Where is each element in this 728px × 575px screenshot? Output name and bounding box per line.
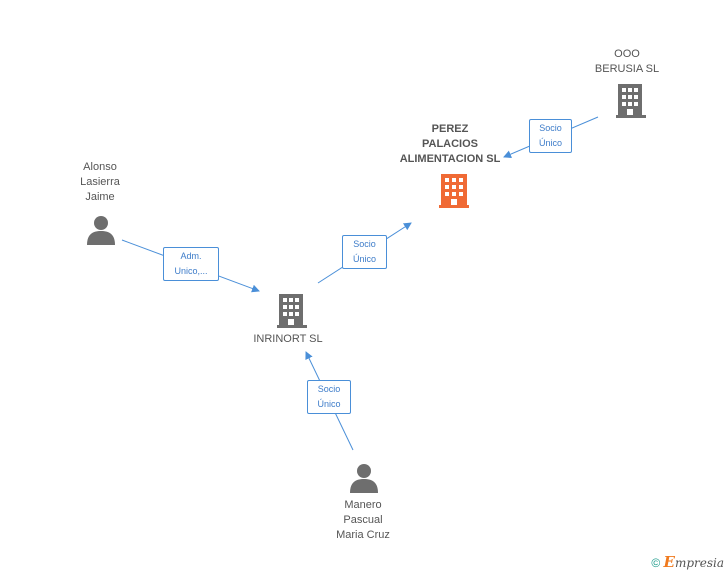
node-label-manero[interactable]: Manero Pascual Maria Cruz [318,498,408,543]
person-icon[interactable] [87,216,115,245]
edge-label-line: Único [352,254,376,264]
person-icon[interactable] [350,464,378,493]
edge-label-manero-inrinort[interactable]: Socio Único [307,380,351,414]
edge-label-line: Adm. [180,251,202,261]
empresia-logo[interactable]: Empresia [663,553,725,571]
edge-label-line: Socio [539,123,562,133]
node-label-line: Jaime [85,191,115,203]
node-label-line: OOO [614,48,640,60]
node-label-line: PEREZ [431,123,469,135]
node-label-line: Maria Cruz [336,529,390,541]
edge-label-line: Unico,... [174,266,208,276]
building-icon[interactable] [439,174,469,208]
node-label-alonso[interactable]: Alonso Lasierra Jaime [55,160,145,205]
brand-initial: E [663,553,675,571]
node-label-line: Alonso [83,161,117,173]
node-label-line: Pascual [343,514,383,526]
brand-rest: mpresia [674,556,724,570]
node-label-perez-palacios[interactable]: PEREZ PALACIOS ALIMENTACION SL [385,122,515,167]
building-icon[interactable] [616,84,646,118]
copyright-notice: © Empresia [651,553,724,571]
edge-label-line: Único [317,399,341,409]
edge-label-line: Socio [317,384,341,394]
edge-label-ooo-perez[interactable]: Socio Único [529,119,572,153]
node-label-ooo-berusia[interactable]: OOO BERUSIA SL [577,47,677,77]
edge-label-alonso-inrinort[interactable]: Adm. Unico,... [163,247,219,281]
edge-label-inrinort-perez[interactable]: Socio Único [342,235,387,269]
node-label-line: Manero [344,499,382,511]
edge-label-line: Socio [353,239,376,249]
edge-label-line: Único [538,138,562,148]
node-label-line: INRINORT SL [253,333,323,345]
node-label-line: Lasierra [80,176,120,188]
copyright-icon: © [651,556,661,570]
node-label-inrinort[interactable]: INRINORT SL [238,332,338,347]
building-icon[interactable] [277,294,307,328]
node-label-line: PALACIOS [421,138,479,150]
node-label-line: BERUSIA SL [594,63,660,75]
node-label-line: ALIMENTACION SL [399,153,501,165]
